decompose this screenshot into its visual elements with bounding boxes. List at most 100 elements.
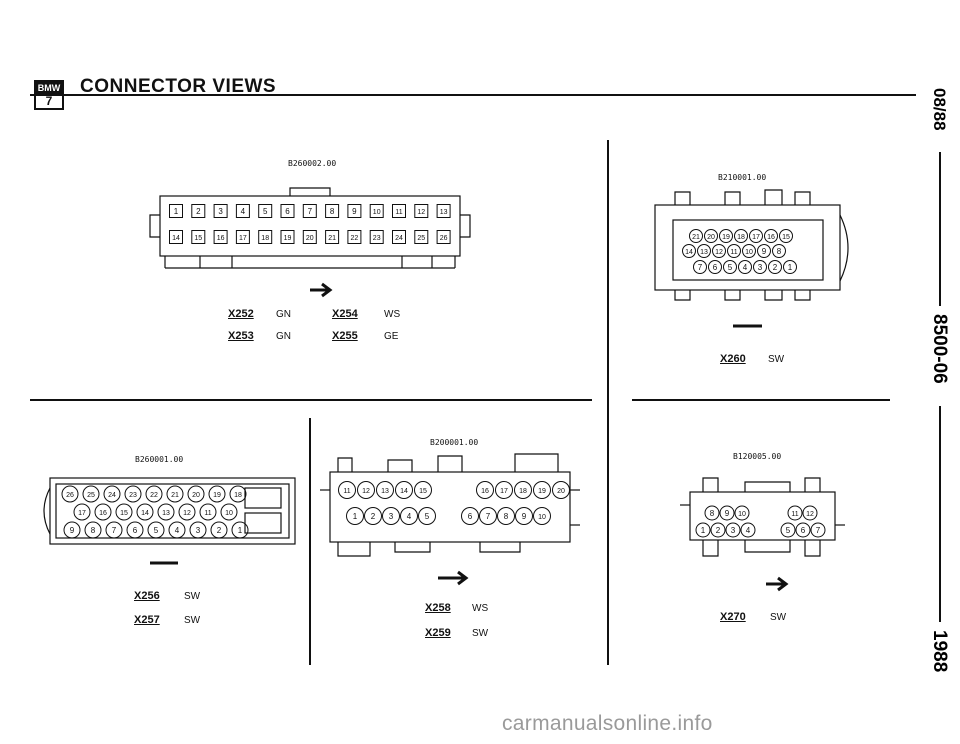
pin-marker (772, 244, 786, 258)
pin-marker (325, 230, 340, 244)
connector-x252-outline (149, 187, 471, 269)
pin-marker (708, 260, 722, 274)
pin-number: 16 (217, 235, 225, 242)
pin-number: 3 (196, 526, 201, 535)
pin-marker (738, 260, 752, 274)
pin-marker (395, 481, 413, 499)
pin-number: 14 (172, 235, 180, 242)
pin-marker (764, 229, 778, 243)
watermark: carmanualsonline.info (502, 712, 713, 735)
pin-marker (103, 485, 121, 503)
pin-marker (369, 230, 384, 244)
side-section: 8500-06 (929, 314, 950, 384)
pin-number: 13 (162, 510, 170, 517)
pin-marker (302, 230, 317, 244)
pin-marker (347, 204, 362, 218)
side-margin-svg: 08/88 8500-06 1988 (929, 88, 950, 672)
pin-number: 22 (150, 492, 158, 499)
pin-number: 2 (371, 512, 376, 521)
figure-code: B210001.00 (718, 173, 767, 182)
pin-marker (734, 229, 748, 243)
pin-number: 1 (238, 526, 243, 535)
pin-number: 14 (141, 510, 149, 517)
pin-number: 4 (407, 512, 412, 521)
pin-marker (235, 230, 250, 244)
pin-marker (436, 204, 451, 218)
pin-marker (280, 230, 295, 244)
pin-number: 17 (500, 488, 508, 495)
pin-marker (235, 204, 250, 218)
connector-x256-outline (43, 477, 296, 545)
pin-number: 2 (196, 207, 201, 216)
pin-marker (414, 481, 432, 499)
side-date: 08/88 (930, 88, 949, 131)
pin-number: 10 (745, 249, 753, 256)
pin-marker (61, 485, 79, 503)
pin-marker (783, 260, 797, 274)
side-year: 1988 (929, 630, 950, 672)
pin-marker (695, 522, 711, 538)
pin-marker (213, 230, 228, 244)
pin-number: 17 (752, 234, 760, 241)
pin-marker (749, 229, 763, 243)
pin-number: 13 (381, 488, 389, 495)
connector-label: X260 (720, 353, 746, 365)
pin-number: 21 (692, 234, 700, 241)
figure-code: B120005.00 (733, 452, 782, 461)
pin-number: 7 (308, 207, 313, 216)
pin-number: 2 (773, 263, 778, 272)
connector-x258-outline (320, 453, 580, 557)
pin-marker (208, 485, 226, 503)
pin-marker (682, 244, 696, 258)
pin-number: 12 (417, 209, 425, 216)
pin-marker (382, 507, 400, 525)
pin-number: 25 (417, 235, 425, 242)
pin-marker (231, 521, 249, 539)
pin-marker (191, 204, 206, 218)
pin-marker (166, 485, 184, 503)
pin-number: 14 (400, 488, 408, 495)
pin-number: 16 (99, 510, 107, 517)
pin-number: 6 (468, 512, 473, 521)
pin-marker (802, 505, 818, 521)
pin-number: 1 (353, 512, 358, 521)
pin-number: 5 (154, 526, 159, 535)
pin-number: 8 (710, 509, 715, 518)
pin-number: 20 (306, 235, 314, 242)
pin-marker (191, 230, 206, 244)
pin-marker (169, 230, 183, 244)
pin-number: 7 (112, 526, 117, 535)
pin-marker (187, 485, 205, 503)
wire-color: SW (472, 628, 489, 639)
pin-number: 4 (743, 263, 748, 272)
pin-number: 15 (194, 235, 202, 242)
pin-marker (280, 204, 295, 218)
connector-label: X257 (134, 614, 160, 626)
pin-number: 8 (777, 247, 782, 256)
pin-marker (84, 521, 102, 539)
wire-color: GE (384, 331, 399, 342)
connector-label: X255 (332, 330, 358, 342)
pin-number: 15 (782, 234, 790, 241)
pin-number: 19 (284, 235, 292, 242)
pin-number: 22 (351, 235, 359, 242)
wire-color: SW (770, 612, 787, 623)
pin-marker (169, 204, 183, 218)
pin-number: 18 (519, 488, 527, 495)
figure-code: B260001.00 (135, 455, 184, 464)
pin-number: 6 (133, 526, 138, 535)
pin-number: 24 (108, 492, 116, 499)
pin-number: 4 (746, 526, 751, 535)
pin-marker (418, 507, 436, 525)
pin-marker (734, 505, 750, 521)
pin-number: 10 (225, 510, 233, 517)
pin-marker (414, 230, 429, 244)
pin-number: 3 (758, 263, 763, 272)
pin-marker (145, 485, 163, 503)
pin-marker (126, 521, 144, 539)
